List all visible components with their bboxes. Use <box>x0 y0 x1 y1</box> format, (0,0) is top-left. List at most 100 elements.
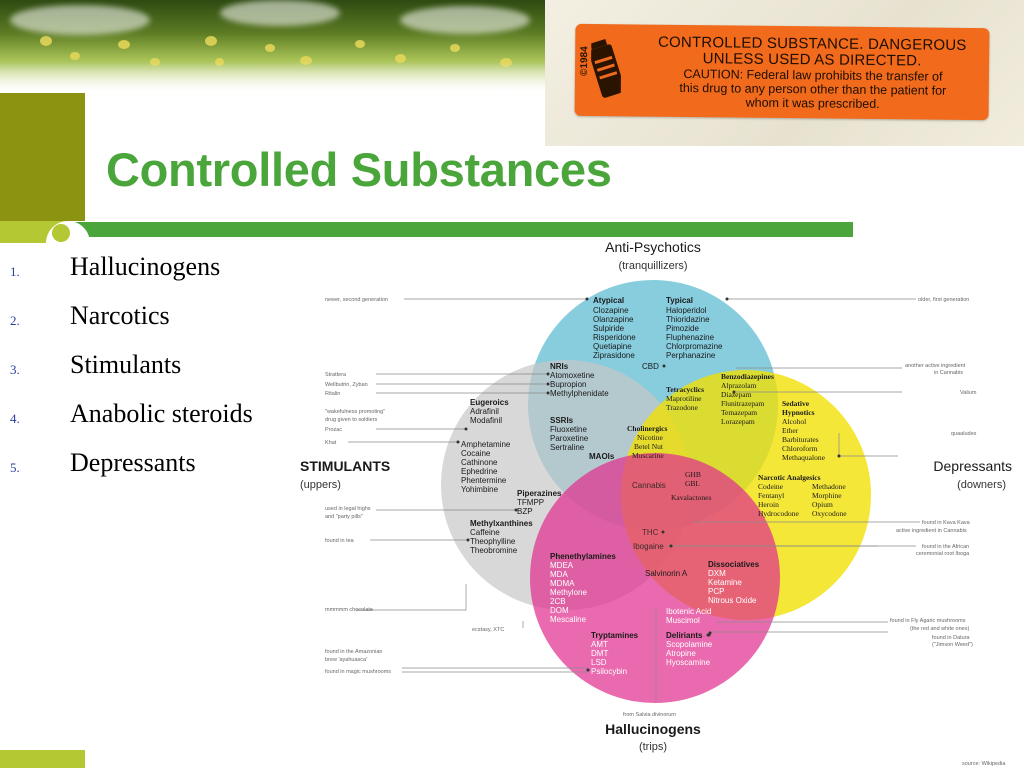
label-caution: CAUTION: Federal law prohibits the trans… <box>649 67 977 112</box>
svg-text:Temazepam: Temazepam <box>721 408 757 417</box>
svg-text:Atomoxetine: Atomoxetine <box>550 371 595 380</box>
svg-text:source: Wikipedia: source: Wikipedia <box>962 761 1006 767</box>
svg-text:MDEA: MDEA <box>550 561 574 570</box>
svg-text:Theophylline: Theophylline <box>470 537 516 546</box>
svg-text:Prozac: Prozac <box>325 427 342 433</box>
svg-text:Nitrous Oxide: Nitrous Oxide <box>708 596 757 605</box>
svg-text:Ibotenic Acid: Ibotenic Acid <box>666 607 711 616</box>
svg-text:Hypnotics: Hypnotics <box>782 408 815 417</box>
rule-accent-dot <box>52 224 70 242</box>
svg-text:Khat: Khat <box>325 440 337 446</box>
svg-text:Thioridazine: Thioridazine <box>666 315 710 324</box>
svg-text:MDA: MDA <box>550 570 568 579</box>
venn-annotations: newer, second generation older, first ge… <box>325 297 1006 767</box>
svg-text:THC: THC <box>642 528 659 537</box>
svg-text:Sertraline: Sertraline <box>550 443 585 452</box>
svg-text:found in tea: found in tea <box>325 538 355 544</box>
anti-psychotics-sub: (tranquillizers) <box>618 260 687 272</box>
warning-label: ©1984 CONTROLLED SUBSTANCE. DANGEROUS UN… <box>574 23 990 121</box>
svg-text:Cocaine: Cocaine <box>461 449 491 458</box>
svg-text:Deliriants: Deliriants <box>666 631 703 640</box>
svg-text:Atropine: Atropine <box>666 649 696 658</box>
svg-text:Scopolamine: Scopolamine <box>666 640 713 649</box>
svg-text:Wellbutrin, Zyban: Wellbutrin, Zyban <box>325 382 368 388</box>
svg-text:Ritalin: Ritalin <box>325 391 340 397</box>
bullet-number: 5. <box>10 460 20 475</box>
svg-text:Methaqualone: Methaqualone <box>782 453 826 462</box>
svg-text:Bupropion: Bupropion <box>550 380 586 389</box>
svg-text:Nicotine: Nicotine <box>637 433 663 442</box>
svg-text:Dissociatives: Dissociatives <box>708 560 760 569</box>
svg-text:BZP: BZP <box>517 507 533 516</box>
svg-text:Risperidone: Risperidone <box>593 333 636 342</box>
svg-text:ecstasy, XTC: ecstasy, XTC <box>472 627 504 633</box>
svg-text:Fentanyl: Fentanyl <box>758 491 784 500</box>
svg-text:in Cannabis: in Cannabis <box>934 370 963 376</box>
svg-text:Oxycodone: Oxycodone <box>812 509 847 518</box>
svg-text:Diazepam: Diazepam <box>721 390 752 399</box>
anti-psychotics-title: Anti-Psychotics <box>605 240 701 255</box>
svg-text:Maprotiline: Maprotiline <box>666 394 702 403</box>
bullet-text: Stimulants <box>70 350 182 379</box>
depressants-title: Depressants <box>933 458 1012 474</box>
svg-text:mmmmm chocolate: mmmmm chocolate <box>325 607 373 613</box>
svg-text:Chlorpromazine: Chlorpromazine <box>666 342 723 351</box>
svg-text:Tryptamines: Tryptamines <box>591 631 639 640</box>
svg-text:Muscimol: Muscimol <box>666 616 700 625</box>
venn-labels: Atypical Clozapine Olanzapine Sulpiride … <box>461 296 847 676</box>
svg-text:SSRIs: SSRIs <box>550 416 574 425</box>
svg-text:Yohimbine: Yohimbine <box>461 485 499 494</box>
bullet-text: Anabolic steroids <box>70 399 253 428</box>
svg-text:found in the Amazonian: found in the Amazonian <box>325 649 383 655</box>
svg-text:Hydrocodone: Hydrocodone <box>758 509 799 518</box>
svg-text:ceremonial root Iboga: ceremonial root Iboga <box>916 551 970 557</box>
svg-text:active ingredient in Cannabis: active ingredient in Cannabis <box>896 528 967 534</box>
svg-text:Benzodiazepines: Benzodiazepines <box>721 372 774 381</box>
svg-text:MAOIs: MAOIs <box>589 452 615 461</box>
stimulants-title: STIMULANTS <box>300 458 390 474</box>
hallucinogens-circle <box>530 453 780 703</box>
svg-text:Phentermine: Phentermine <box>461 476 507 485</box>
svg-text:Caffeine: Caffeine <box>470 528 500 537</box>
svg-text:Psilocybin: Psilocybin <box>591 667 627 676</box>
svg-text:Trazodone: Trazodone <box>666 403 698 412</box>
hallucinogens-title: Hallucinogens <box>605 721 701 737</box>
svg-text:2CB: 2CB <box>550 597 566 606</box>
svg-text:NRIs: NRIs <box>550 362 569 371</box>
svg-text:Alcohol: Alcohol <box>782 417 806 426</box>
svg-text:Ephedrine: Ephedrine <box>461 467 498 476</box>
svg-text:Methylphenidate: Methylphenidate <box>550 389 609 398</box>
circle-titles: Anti-Psychotics (tranquillizers) STIMULA… <box>300 240 1012 753</box>
svg-text:PCP: PCP <box>708 587 724 596</box>
bullet-number: 2. <box>10 313 20 328</box>
stimulants-sub: (uppers) <box>300 479 341 491</box>
slide-title: Controlled Substances <box>106 143 612 196</box>
svg-text:Clozapine: Clozapine <box>593 306 629 315</box>
label-photo: ©1984 CONTROLLED SUBSTANCE. DANGEROUS UN… <box>545 0 1024 146</box>
svg-text:Sulpiride: Sulpiride <box>593 324 625 333</box>
svg-text:found in Kava Kava: found in Kava Kava <box>922 520 971 526</box>
svg-text:Olanzapine: Olanzapine <box>593 315 634 324</box>
svg-text:Sedative: Sedative <box>782 399 810 408</box>
pill-bottle-icon <box>590 39 622 98</box>
svg-text:newer, second generation: newer, second generation <box>325 297 388 303</box>
svg-text:GHB: GHB <box>685 470 701 479</box>
svg-text:quaaludes: quaaludes <box>951 431 977 437</box>
svg-text:Fluoxetine: Fluoxetine <box>550 425 587 434</box>
svg-text:found in Datura: found in Datura <box>932 635 971 641</box>
svg-text:Opium: Opium <box>812 500 833 509</box>
svg-text:Ibogaine: Ibogaine <box>633 542 664 551</box>
drug-venn-diagram: Anti-Psychotics (tranquillizers) STIMULA… <box>298 240 1024 768</box>
svg-text:Haloperidol: Haloperidol <box>666 306 707 315</box>
bottom-accent-bar <box>0 750 85 768</box>
svg-text:Salvinorin A: Salvinorin A <box>645 569 688 578</box>
svg-text:Hyoscamine: Hyoscamine <box>666 658 711 667</box>
svg-text:brew 'ayahuasca': brew 'ayahuasca' <box>325 657 367 663</box>
svg-text:used in legal highs: used in legal highs <box>325 506 371 512</box>
bullet-number: 3. <box>10 362 20 377</box>
svg-text:Typical: Typical <box>666 296 693 305</box>
svg-text:found in Fly Agaric mushrooms: found in Fly Agaric mushrooms <box>890 618 966 624</box>
svg-text:DXM: DXM <box>708 569 726 578</box>
svg-text:CBD: CBD <box>642 362 659 371</box>
svg-text:DMT: DMT <box>591 649 608 658</box>
